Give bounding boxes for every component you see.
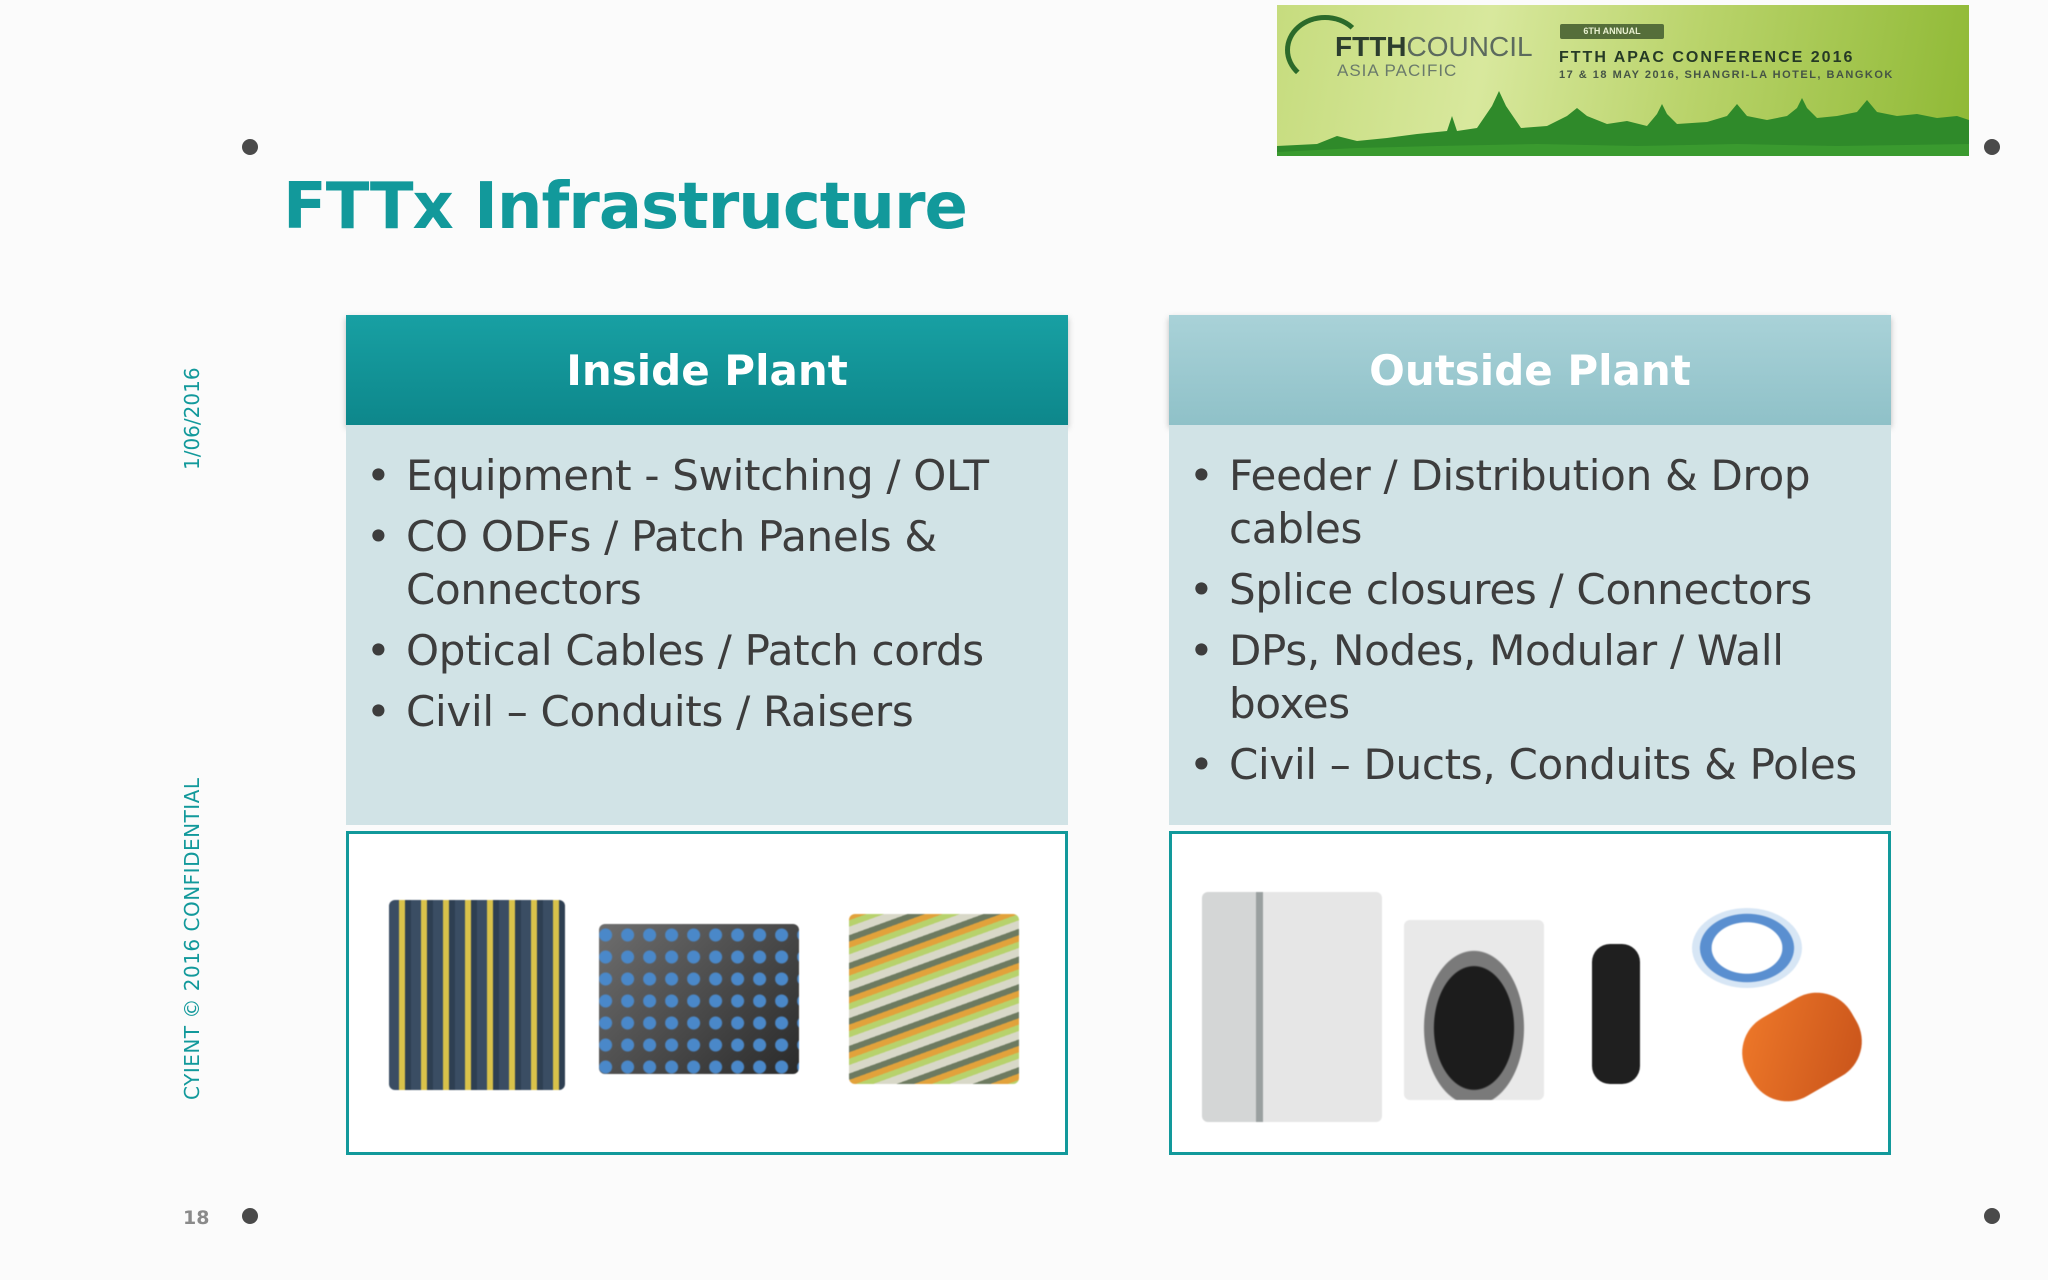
banner-conference: FTTH APAC CONFERENCE 2016 — [1559, 49, 1855, 66]
inside-plant-body: •Equipment - Switching / OLT •CO ODFs / … — [346, 425, 1068, 825]
inside-plant-heading: Inside Plant — [346, 315, 1068, 425]
bullet-icon: • — [366, 626, 391, 675]
corner-dot — [242, 1208, 258, 1224]
bullet-icon: • — [366, 512, 391, 561]
slide-title: FTTx Infrastructure — [283, 170, 968, 244]
list-item: •Optical Cables / Patch cords — [366, 626, 984, 675]
street-cabinet-photo — [1202, 892, 1382, 1122]
inside-plant-photos — [346, 831, 1068, 1155]
list-item: •Civil – Ducts, Conduits & Poles — [1189, 740, 1858, 789]
outside-plant-heading: Outside Plant — [1169, 315, 1891, 425]
bullet-icon: • — [1189, 565, 1214, 614]
ftth-swoosh-logo — [1285, 15, 1365, 85]
list-item: •CO ODFs / Patch Panels & Connectors — [366, 512, 937, 614]
splice-closure-photo — [1404, 920, 1544, 1100]
corner-dot — [1984, 139, 2000, 155]
bullet-icon: • — [1189, 626, 1214, 675]
banner-brand-sub: ASIA PACIFIC — [1337, 61, 1458, 80]
bullet-icon: • — [366, 687, 391, 736]
patch-panel-photo — [389, 900, 565, 1090]
connector-coil-photo — [1692, 908, 1802, 988]
corner-dot — [242, 139, 258, 155]
list-item: •DPs, Nodes, Modular / Wall boxes — [1189, 626, 1784, 728]
list-item: •Equipment - Switching / OLT — [366, 451, 989, 500]
corner-dot — [1984, 1208, 2000, 1224]
slide-date: 1/06/2016 — [180, 367, 204, 470]
outside-plant-panel: Outside Plant •Feeder / Distribution & D… — [1169, 315, 1891, 1155]
skyline-graphic — [1277, 91, 1969, 156]
bullet-icon: • — [1189, 740, 1214, 789]
fiber-connectors-photo — [599, 924, 799, 1074]
banner-edition: 6TH ANNUAL — [1560, 24, 1664, 39]
confidential-notice: CYIENT © 2016 CONFIDENTIAL — [180, 777, 204, 1100]
list-item: •Feeder / Distribution & Drop cables — [1189, 451, 1811, 553]
patch-cords-photo — [849, 914, 1019, 1084]
conference-banner: FTTHCOUNCIL ASIA PACIFIC 6TH ANNUAL FTTH… — [1277, 5, 1969, 156]
list-item: •Civil – Conduits / Raisers — [366, 687, 914, 736]
inside-plant-list: •Equipment - Switching / OLT •CO ODFs / … — [366, 449, 1048, 738]
inside-plant-panel: Inside Plant •Equipment - Switching / OL… — [346, 315, 1068, 1155]
outside-plant-list: •Feeder / Distribution & Drop cables •Sp… — [1189, 449, 1871, 791]
bullet-icon: • — [366, 451, 391, 500]
banner-brand: FTTHCOUNCIL — [1335, 31, 1533, 62]
outside-plant-photos — [1169, 831, 1891, 1155]
bullet-icon: • — [1189, 451, 1214, 500]
banner-venue: 17 & 18 MAY 2016, SHANGRI-LA HOTEL, BANG… — [1559, 69, 1894, 81]
outside-plant-body: •Feeder / Distribution & Drop cables •Sp… — [1169, 425, 1891, 825]
list-item: •Splice closures / Connectors — [1189, 565, 1812, 614]
duct-pipe-photo — [1727, 978, 1877, 1116]
page-number: 18 — [183, 1207, 210, 1229]
closure-cable-photo — [1592, 944, 1640, 1084]
